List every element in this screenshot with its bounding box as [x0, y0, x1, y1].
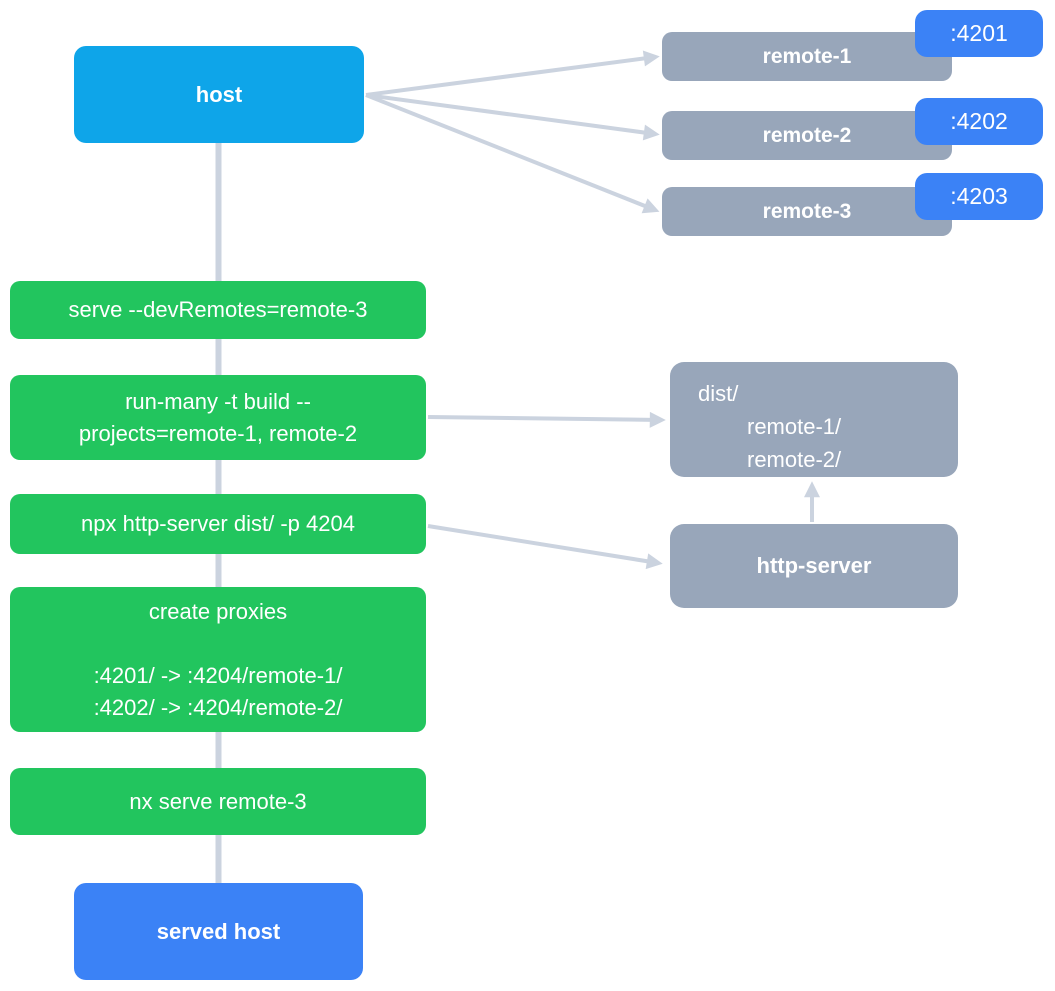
- port-4203-label: :4203: [950, 183, 1008, 209]
- step-serve-devremotes-text: serve --devRemotes=remote-3: [68, 297, 368, 322]
- edge-host-remote-2: [365, 93, 660, 141]
- port-4202-label: :4202: [950, 108, 1008, 134]
- step-run-many-build: run-many -t build -- projects=remote-1, …: [10, 375, 426, 460]
- edge-npx-http-server: [427, 524, 663, 570]
- step-nx-serve-remote-3: nx serve remote-3: [10, 768, 426, 835]
- port-badge-4201: :4201: [915, 10, 1043, 57]
- step-run-many-build-line-2: projects=remote-1, remote-2: [78, 420, 358, 446]
- step-nx-serve-remote-3-text: nx serve remote-3: [129, 788, 307, 814]
- http-server-node: http-server: [670, 524, 958, 608]
- edge-host-remote-1: [365, 50, 660, 97]
- port-badge-4203: :4203: [915, 173, 1043, 220]
- step-serve-devremotes: serve --devRemotes=remote-3: [10, 281, 426, 339]
- remote-3-node: remote-3: [662, 187, 952, 236]
- step-create-proxies: create proxies :4201/ -> :4204/remote-1/…: [10, 587, 426, 732]
- remote-2-node: remote-2: [662, 111, 952, 160]
- step-create-proxies-title: create proxies: [148, 598, 288, 624]
- dist-folder-remote-1: remote-1/: [747, 414, 842, 439]
- served-host-node: served host: [74, 883, 363, 980]
- port-badge-4202: :4202: [915, 98, 1043, 145]
- served-host-label: served host: [156, 918, 281, 944]
- step-npx-http-server: npx http-server dist/ -p 4204: [10, 494, 426, 554]
- http-server-label: http-server: [756, 553, 872, 578]
- dist-folder-remote-2: remote-2/: [747, 447, 842, 472]
- dist-folder-node: dist/ remote-1/ remote-2/: [670, 362, 958, 477]
- remote-3-label: remote-3: [762, 199, 852, 223]
- host-node: host: [74, 46, 364, 143]
- host-label: host: [195, 81, 243, 107]
- step-npx-http-server-text: npx http-server dist/ -p 4204: [81, 511, 355, 536]
- dist-folder-root: dist/: [698, 381, 739, 406]
- remote-1-label: remote-1: [762, 44, 852, 68]
- remote-1-node: remote-1: [662, 32, 952, 81]
- step-run-many-build-line-1: run-many -t build --: [125, 388, 311, 414]
- port-4201-label: :4201: [950, 20, 1008, 46]
- step-create-proxies-rule-2: :4202/ -> :4204/remote-2/: [93, 694, 343, 720]
- edge-host-remote-3: [365, 93, 660, 214]
- remote-2-label: remote-2: [762, 123, 852, 147]
- step-create-proxies-rule-1: :4201/ -> :4204/remote-1/: [93, 662, 343, 688]
- edge-build-dist: [427, 411, 666, 428]
